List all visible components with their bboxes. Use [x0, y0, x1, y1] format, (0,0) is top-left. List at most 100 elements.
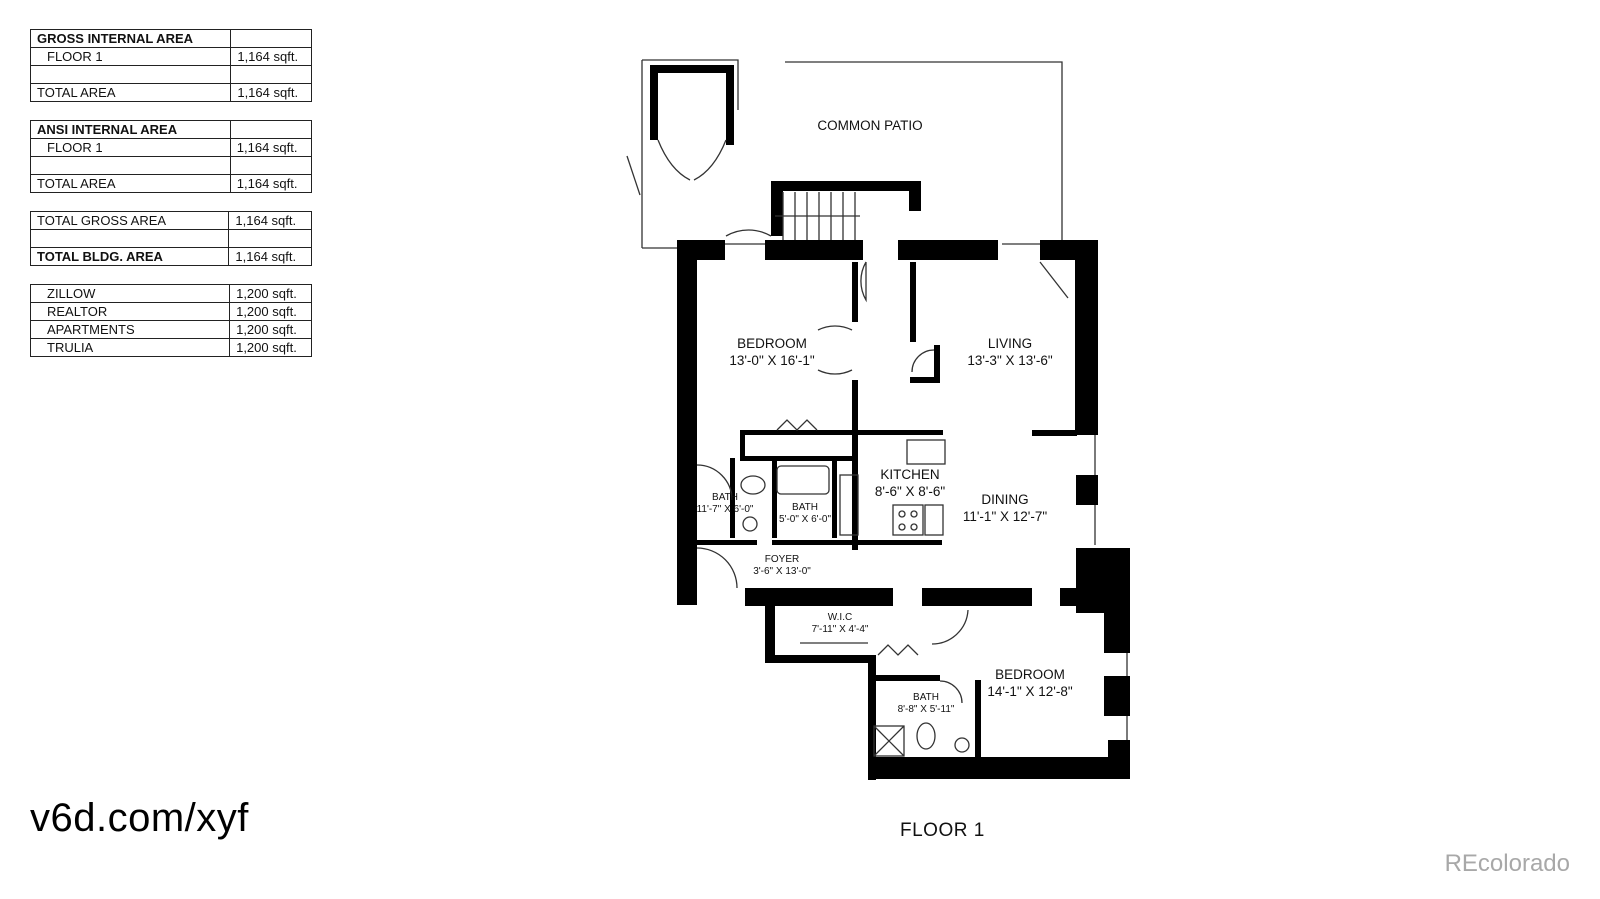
wall — [1060, 588, 1098, 606]
wall — [910, 377, 940, 383]
wall — [868, 757, 1130, 779]
wall — [745, 588, 893, 606]
room-dims: 3'-6" X 13'-0" — [753, 566, 811, 577]
staircase — [775, 192, 860, 240]
room-dims: 13'-0" X 16'-1" — [729, 353, 814, 368]
wall — [868, 655, 876, 780]
wall — [726, 65, 734, 145]
room-dims: 5'-0" X 6'-0" — [779, 514, 832, 525]
wall — [852, 380, 858, 440]
door-swing — [931, 609, 969, 645]
toilet — [740, 475, 766, 495]
kitchen-counter — [839, 474, 859, 536]
thin-lines — [626, 59, 1128, 757]
wall — [677, 240, 725, 260]
area-label: REALTOR — [29, 302, 231, 321]
watermark: REcolorado — [1444, 850, 1570, 877]
wall — [740, 430, 745, 460]
patio-outline — [785, 61, 1063, 240]
wall — [1108, 740, 1130, 778]
wall — [852, 430, 858, 550]
bathtub — [776, 465, 830, 495]
area-label: TOTAL AREA — [30, 174, 231, 193]
door-swing — [696, 464, 733, 501]
room-name: BATH — [792, 502, 818, 513]
room-dims: 14'-1" X 12'-8" — [987, 684, 1072, 699]
small-room-labels: BATH 11'-7" X 6'-0" BATH 5'-0" X 6'-0" F… — [697, 492, 955, 715]
room-dims: 8'-8" X 5'-11" — [898, 704, 955, 715]
room-name: BEDROOM — [737, 336, 807, 351]
room-labels: COMMON PATIO BEDROOM 13'-0" X 16'-1" LIV… — [729, 118, 1072, 699]
wall — [1032, 430, 1077, 436]
sink — [742, 516, 758, 532]
door-swing — [817, 325, 853, 331]
room-name: BATH — [913, 692, 939, 703]
door-swing — [860, 261, 867, 303]
door-swing — [939, 680, 963, 704]
floor-label: FLOOR 1 — [900, 820, 985, 841]
wall — [975, 680, 981, 760]
bifold-door — [877, 644, 919, 656]
room-dims: 13'-3" X 13'-6" — [967, 353, 1052, 368]
wall — [868, 675, 940, 681]
wall — [832, 458, 837, 538]
door-swing — [696, 547, 738, 589]
bifold-door — [776, 419, 818, 431]
wall — [922, 588, 1032, 606]
area-value: 1,164 sqft. — [230, 83, 312, 102]
room-name: W.I.C — [828, 612, 852, 623]
wall — [910, 262, 916, 342]
area-label: TOTAL BLDG. AREA — [29, 247, 230, 266]
room-name: LIVING — [988, 336, 1032, 351]
wall — [740, 456, 858, 461]
wall — [1098, 548, 1130, 613]
wall — [650, 65, 734, 73]
wall — [909, 181, 921, 211]
wall — [771, 181, 783, 236]
room-dims: 8'-6" X 8'-6" — [875, 484, 945, 499]
wall — [772, 540, 942, 545]
wall — [740, 430, 858, 435]
toilet — [916, 722, 936, 750]
wall — [1076, 475, 1098, 505]
area-row: GROSS INTERNAL AREA — [29, 29, 312, 48]
room-dims: 7'-11" X 4'-4" — [812, 624, 869, 635]
room-name: DINING — [981, 492, 1028, 507]
wall — [697, 540, 757, 545]
room-dims: 11'-7" X 6'-0" — [697, 504, 754, 515]
area-value: 1,164 sqft. — [228, 247, 312, 266]
area-label: TRULIA — [29, 338, 231, 357]
area-value: 1,164 sqft. — [229, 174, 313, 193]
door-swing — [626, 155, 641, 196]
room-name: BATH — [712, 492, 738, 503]
door-swing — [911, 349, 935, 373]
door-swing — [725, 229, 772, 237]
wall — [765, 655, 873, 663]
wall — [771, 181, 921, 191]
door-swing — [1039, 261, 1069, 299]
sink — [954, 737, 970, 753]
area-row — [30, 156, 313, 175]
area-row — [29, 229, 312, 248]
room-name: KITCHEN — [880, 467, 939, 482]
wall — [765, 606, 775, 661]
patio-label: COMMON PATIO — [817, 118, 922, 133]
wall — [677, 585, 697, 605]
wall — [772, 458, 777, 538]
room-name: BEDROOM — [995, 667, 1065, 682]
room-name: FOYER — [765, 554, 799, 565]
area-value: 1,164 sqft. — [229, 138, 313, 157]
wall — [852, 262, 858, 322]
wall — [934, 345, 940, 383]
wall — [677, 240, 697, 600]
tour-url: v6d.com/xyf — [30, 796, 249, 840]
